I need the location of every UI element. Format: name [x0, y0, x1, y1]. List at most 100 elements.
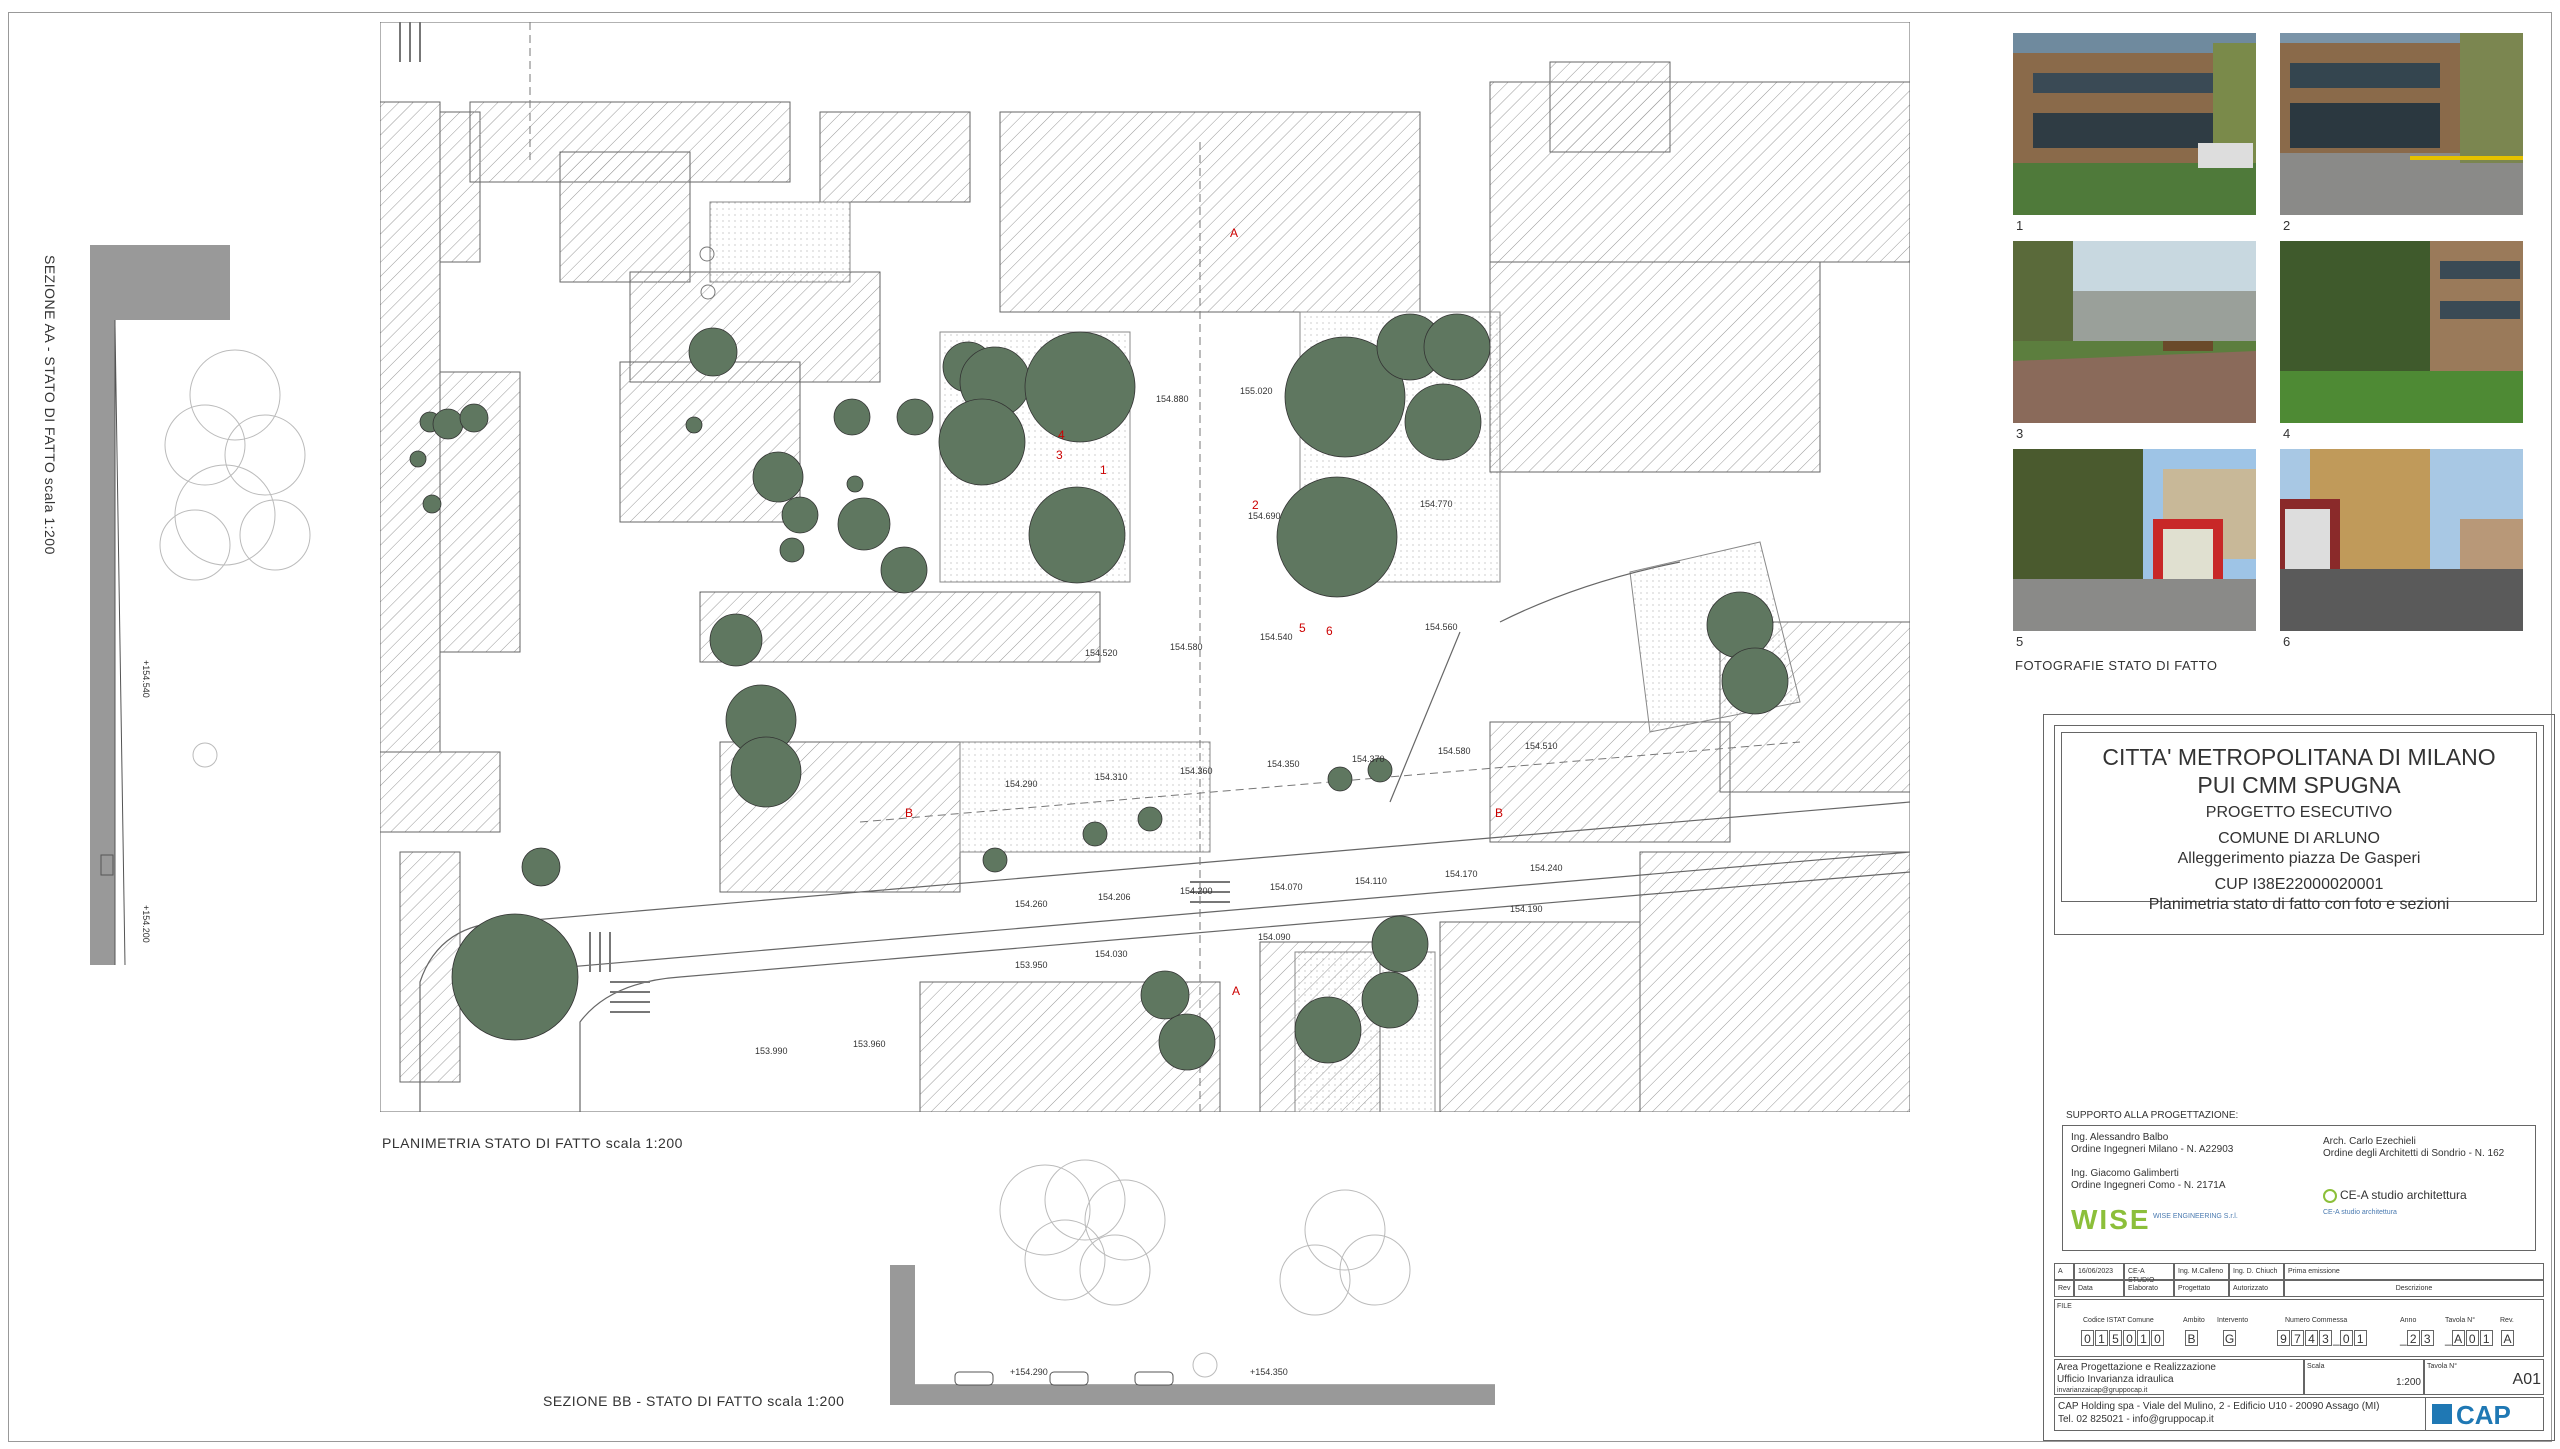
elev-13: 154.580: [1438, 746, 1471, 756]
title-block-header: CITTA' METROPOLITANA DI MILANO PUI CMM S…: [2054, 725, 2544, 935]
code-header-ambito: Ambito: [2183, 1317, 2205, 1324]
ce-circle-icon: [2323, 1188, 2337, 1203]
aa-level-2: +154.200: [141, 905, 151, 943]
elev-3: 154.770: [1420, 499, 1453, 509]
photo-3: [2013, 241, 2256, 423]
photo-1: [2013, 33, 2256, 215]
rev-value: A: [2054, 1263, 2074, 1280]
elev-18: 154.070: [1270, 882, 1303, 892]
rev-approved: Ing. D. Chiuch: [2229, 1263, 2284, 1280]
elev-26: 153.960: [853, 1039, 886, 1049]
rev-date: 16/06/2023: [2074, 1263, 2124, 1280]
engineer-1-registry: Ordine Ingegneri Milano - N. A22903: [2071, 1144, 2234, 1155]
area-2: Ufficio Invarianza idraulica: [2057, 1374, 2174, 1385]
scale-cell: Scala 1:200: [2304, 1359, 2424, 1395]
wise-text: WISE ENGINEERING S.r.l.: [2153, 1213, 2238, 1220]
aa-level-1: +154.540: [141, 660, 151, 698]
company-row: CAP Holding spa - Viale del Mulino, 2 - …: [2054, 1397, 2544, 1431]
elev-6: 154.540: [1260, 632, 1293, 642]
photo-mark-3: 3: [1056, 448, 1063, 462]
elev-19: 154.110: [1355, 876, 1387, 886]
mark-b-left: B: [905, 806, 913, 820]
office-cell: Area Progettazione e Realizzazione Uffic…: [2054, 1359, 2304, 1395]
photo-3-number: 3: [2016, 426, 2024, 441]
mark-a-bottom: A: [1232, 984, 1240, 998]
project-phase: PROGETTO ESECUTIVO: [2205, 804, 2393, 821]
rev-header-drawn: Elaborato: [2124, 1280, 2174, 1297]
photo-6: [2280, 449, 2523, 631]
elev-1: 155.020: [1240, 386, 1273, 396]
mark-b-right: B: [1495, 806, 1503, 820]
support-box: Ing. Alessandro Balbo Ordine Ingegneri M…: [2062, 1125, 2536, 1251]
drawing-title: Planimetria stato di fatto con foto e se…: [2148, 896, 2450, 913]
photo-6-number: 6: [2283, 634, 2291, 649]
elev-4: 154.520: [1085, 648, 1118, 658]
code-header-rev: Rev.: [2500, 1317, 2514, 1324]
rev-header-designed: Progettato: [2174, 1280, 2229, 1297]
code-intervento: G: [2223, 1330, 2236, 1346]
code-header-commessa: Numero Commessa: [2285, 1317, 2348, 1324]
ce-text: CE-A studio architettura: [2323, 1209, 2397, 1216]
support-label: SUPPORTO ALLA PROGETTAZIONE:: [2066, 1110, 2239, 1121]
plan-label: PLANIMETRIA STATO DI FATTO scala 1:200: [382, 1135, 683, 1151]
photo-mark-1: 1: [1100, 463, 1107, 477]
elev-25: 154.090: [1258, 932, 1291, 942]
office-row: Area Progettazione e Realizzazione Uffic…: [2054, 1359, 2544, 1395]
rev-header-date: Data: [2074, 1280, 2124, 1297]
code-ambito: B: [2185, 1330, 2199, 1348]
cup-code: CUP I38E22000020001: [2214, 876, 2384, 893]
photo-1-number: 1: [2016, 218, 2024, 233]
comune: COMUNE DI ARLUNO: [2218, 830, 2380, 847]
photos-caption: FOTOGRAFIE STATO DI FATTO: [2015, 658, 2218, 673]
code-header-intervento: Intervento: [2217, 1317, 2249, 1324]
elev-22: 154.190: [1510, 904, 1543, 914]
elev-21: 154.240: [1530, 863, 1563, 873]
elev-10: 154.360: [1180, 766, 1213, 776]
rev-header-approved: Autorizzato: [2229, 1280, 2284, 1297]
photo-2: [2280, 33, 2523, 215]
elev-5: 154.580: [1170, 642, 1203, 652]
elev-9: 154.310: [1095, 772, 1128, 782]
photo-mark-6: 6: [1326, 624, 1333, 638]
rev-header-rev: Rev: [2054, 1280, 2074, 1297]
company-address: CAP Holding spa - Viale del Mulino, 2 - …: [2058, 1401, 2380, 1412]
photo-5-number: 5: [2016, 634, 2024, 649]
file-label: FILE: [2057, 1303, 2072, 1310]
photo-mark-2: 2: [1252, 498, 1259, 512]
company-contact: Tel. 02 825021 - info@gruppocap.it: [2058, 1414, 2214, 1425]
elev-23: 154.030: [1095, 949, 1128, 959]
photo-4: [2280, 241, 2523, 423]
code-rev: A: [2501, 1330, 2515, 1348]
ce-logo: CE-A studio architettura: [2323, 1188, 2467, 1203]
elev-20: 154.170: [1445, 869, 1478, 879]
rev-description: Prima emissione: [2284, 1263, 2544, 1280]
revision-table: A 16/06/2023 CE-A STUDIO Ing. M.Calleno …: [2054, 1263, 2544, 1297]
elev-0: 154.880: [1156, 394, 1189, 404]
section-aa-label: SEZIONE AA - STATO DI FATTO scala 1:200: [42, 255, 58, 555]
section-bb-drawing: +154.290 +154.350: [890, 1159, 1495, 1405]
tavola-label: Tavola N°: [2427, 1363, 2458, 1370]
site-plan: 154.880 155.020 154.690 154.770 154.520 …: [380, 22, 1910, 1112]
engineer-2: Ing. Giacomo Galimberti: [2071, 1168, 2179, 1179]
cap-logo-icon: [2432, 1404, 2452, 1424]
elev-12: 154.370: [1352, 754, 1385, 764]
title-block: CITTA' METROPOLITANA DI MILANO PUI CMM S…: [2043, 714, 2555, 1441]
rev-designed: Ing. M.Calleno: [2174, 1263, 2229, 1280]
photo-mark-4: 4: [1058, 428, 1065, 442]
elev-15: 154.260: [1015, 899, 1048, 909]
section-bb-label: SEZIONE BB - STATO DI FATTO scala 1:200: [543, 1393, 845, 1409]
elev-7: 154.560: [1425, 622, 1458, 632]
scale-label: Scala: [2307, 1363, 2325, 1370]
elev-16: 154.206: [1098, 892, 1131, 902]
section-aa-drawing: +154.540 +154.200: [90, 245, 311, 965]
elev-27: 153.990: [755, 1046, 788, 1056]
architect-registry: Ordine degli Architetti di Sondrio - N. …: [2323, 1148, 2505, 1159]
subject: Alleggerimento piazza De Gasperi: [2177, 850, 2421, 867]
engineer-2-registry: Ordine Ingegneri Como - N. 2171A: [2071, 1180, 2226, 1191]
code-header-istat: Codice ISTAT Comune: [2083, 1317, 2154, 1324]
mark-a-top: A: [1230, 226, 1238, 240]
bb-level-2: +154.350: [1250, 1367, 1288, 1377]
